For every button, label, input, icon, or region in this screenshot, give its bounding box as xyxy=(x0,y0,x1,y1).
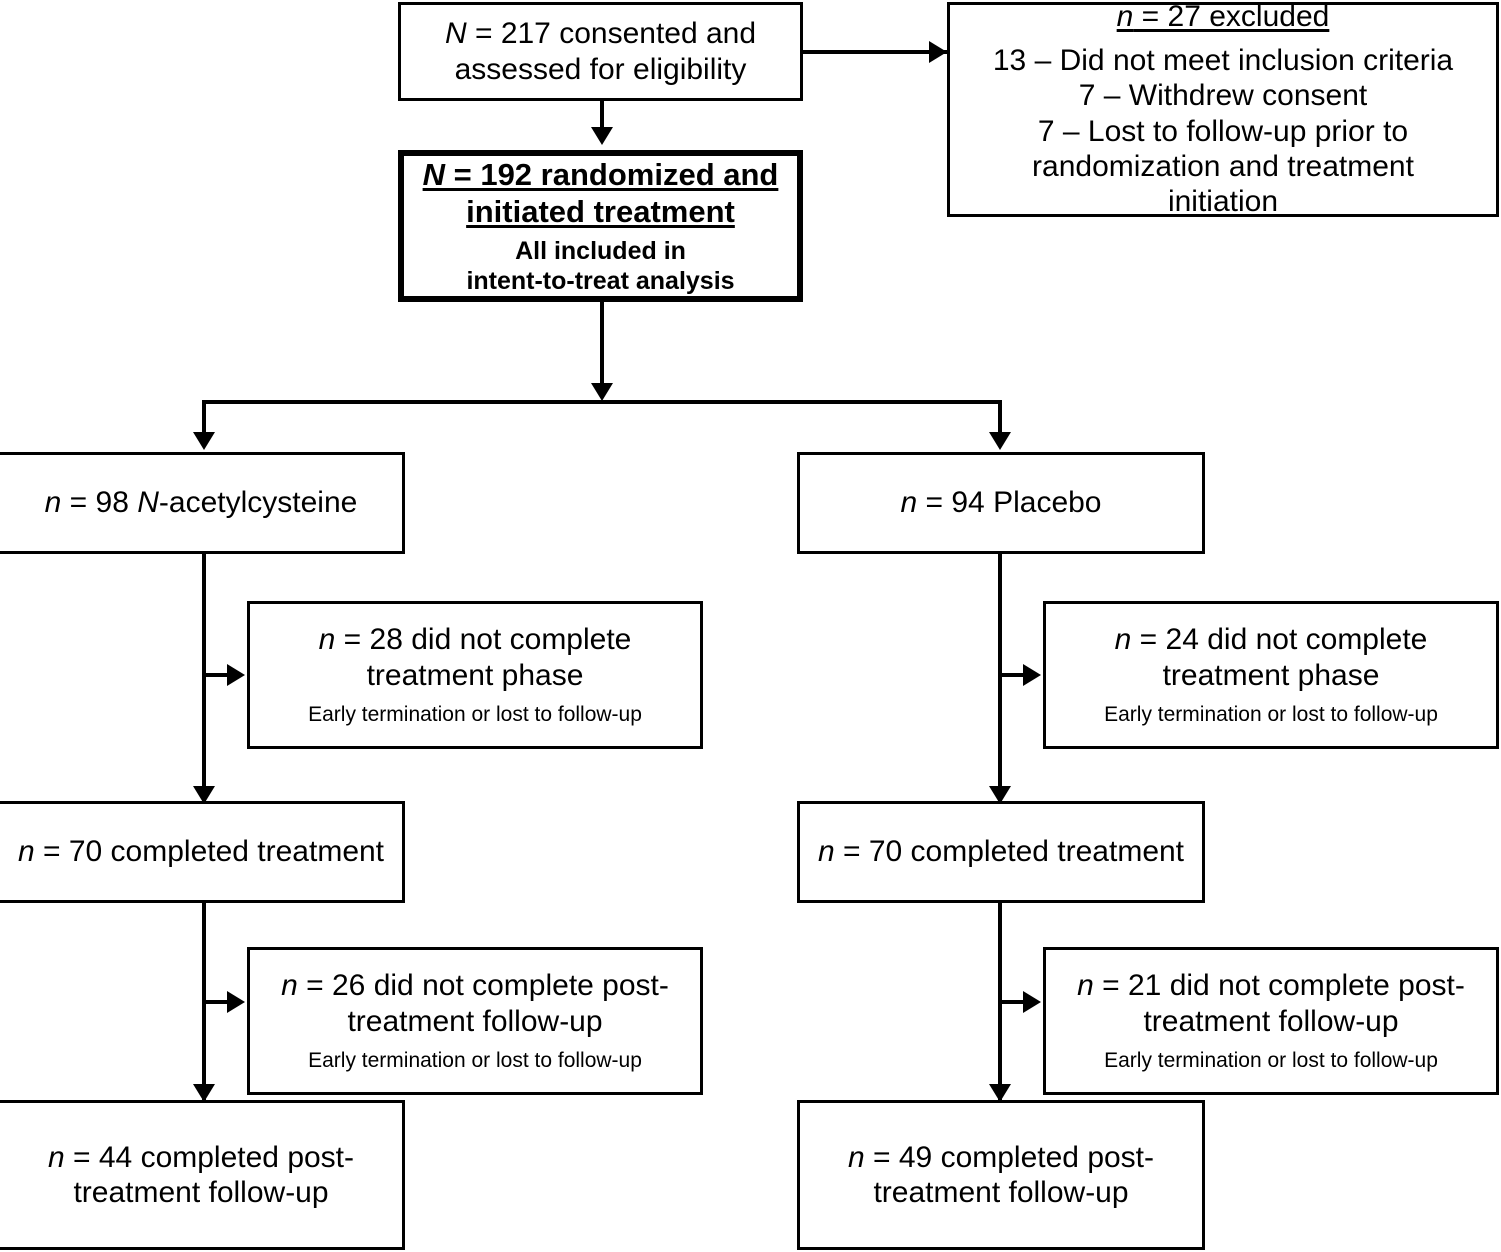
arm-placebo-n-symbol: n xyxy=(900,486,918,520)
placebo-dropout-tx-line-1: n = 24 did not complete xyxy=(1115,622,1428,657)
arm-nac-drug-name: -acetylcysteine xyxy=(158,486,358,520)
nac-dropout-fu-line-2: treatment follow-up xyxy=(347,1004,603,1038)
nac-completed-tx-n-symbol: n xyxy=(17,835,35,869)
excluded-reason-4: randomization and treatment xyxy=(1032,149,1414,183)
nac-completed-fu-n-symbol: n xyxy=(47,1140,65,1174)
placebo-dropout-tx-line-1-text: = 24 did not complete xyxy=(1131,623,1428,657)
node-placebo-dropout-treatment: n = 24 did not complete treatment phase … xyxy=(1043,601,1499,749)
connector-nac-dropout-fu-arrowhead xyxy=(227,991,245,1013)
node-excluded: n = 27 excluded 13 – Did not meet inclus… xyxy=(947,0,1499,219)
placebo-dropout-fu-n-symbol: n xyxy=(1077,969,1094,1003)
connector-placebo-spine-1-arrowhead xyxy=(989,786,1011,804)
connector-split-left-arrowhead xyxy=(193,432,215,450)
consented-line-1-text: = 217 consented and xyxy=(466,17,757,51)
placebo-dropout-tx-line-2: treatment phase xyxy=(1162,658,1380,692)
randomized-n-symbol: N xyxy=(422,156,445,192)
connector-randomized-split-arrowhead xyxy=(591,383,613,401)
consented-n-symbol: N xyxy=(444,17,467,51)
connector-nac-spine-1-arrowhead xyxy=(193,786,215,804)
connector-consented-to-excluded-line xyxy=(801,50,947,54)
node-placebo-completed-followup: n = 49 completed post- treatment follow-… xyxy=(797,1100,1205,1250)
connector-nac-spine-1 xyxy=(202,554,206,802)
node-consented-assessed: N = 217 consented and assessed for eligi… xyxy=(398,2,803,101)
connector-placebo-dropout-tx-line xyxy=(998,673,1028,677)
node-placebo-completed-treatment: n = 70 completed treatment xyxy=(797,801,1205,903)
connector-placebo-dropout-fu-line xyxy=(998,1000,1028,1004)
excluded-reason-5: initiation xyxy=(1167,185,1279,219)
node-placebo-dropout-followup: n = 21 did not complete post- treatment … xyxy=(1043,947,1499,1095)
nac-dropout-tx-n-symbol: n xyxy=(318,623,336,657)
connector-randomized-split-stem xyxy=(600,302,604,390)
consented-line-1: N = 217 consented and xyxy=(445,16,756,51)
nac-completed-tx-text: = 70 completed treatment xyxy=(34,835,385,869)
connector-split-right-drop xyxy=(998,400,1002,445)
node-nac-completed-treatment: n = 70 completed treatment xyxy=(0,801,405,903)
placebo-dropout-tx-n-symbol: n xyxy=(1114,623,1132,657)
excluded-n-symbol: n xyxy=(1116,0,1134,34)
connector-consented-to-randomized-line xyxy=(600,100,604,136)
nac-completed-tx-label: n = 70 completed treatment xyxy=(18,834,384,869)
placebo-completed-fu-line-2: treatment follow-up xyxy=(873,1176,1129,1209)
nac-dropout-tx-note: Early termination or lost to follow-up xyxy=(308,703,642,726)
excluded-reason-3: 7 – Lost to follow-up prior to xyxy=(1037,114,1409,148)
arm-nac-label: n = 98 N-acetylcysteine xyxy=(45,485,358,520)
arm-nac-count: = 98 xyxy=(61,486,138,520)
arm-nac-n-symbol: n xyxy=(44,486,62,520)
nac-dropout-fu-line-1: n = 26 did not complete post- xyxy=(281,968,669,1003)
nac-completed-fu-line-1-text: = 44 completed post- xyxy=(64,1140,355,1174)
consented-line-2: assessed for eligibility xyxy=(454,52,747,86)
placebo-dropout-fu-line-2: treatment follow-up xyxy=(1143,1004,1399,1038)
connector-split-left-drop xyxy=(202,400,206,445)
nac-completed-fu-line-2: treatment follow-up xyxy=(73,1176,329,1209)
connector-placebo-spine-2-arrowhead xyxy=(989,1084,1011,1102)
node-arm-placebo: n = 94 Placebo xyxy=(797,452,1205,554)
excluded-reason-1: 13 – Did not meet inclusion criteria xyxy=(992,43,1454,77)
placebo-completed-fu-line-1: n = 49 completed post- xyxy=(848,1140,1154,1175)
placebo-completed-tx-text: = 70 completed treatment xyxy=(834,835,1185,869)
placebo-completed-tx-n-symbol: n xyxy=(817,835,835,869)
randomized-header: N = 192 randomized and initiated treatme… xyxy=(420,156,782,230)
excluded-header: n = 27 excluded xyxy=(1117,0,1330,35)
placebo-completed-fu-n-symbol: n xyxy=(847,1140,865,1174)
placebo-dropout-fu-line-1: n = 21 did not complete post- xyxy=(1077,968,1465,1003)
connector-consented-to-excluded-arrowhead xyxy=(929,41,947,63)
connector-placebo-dropout-tx-arrowhead xyxy=(1023,664,1041,686)
node-nac-dropout-followup: n = 26 did not complete post- treatment … xyxy=(247,947,703,1095)
node-randomized-initiated: N = 192 randomized and initiated treatme… xyxy=(398,150,803,302)
randomized-header-text: = 192 randomized and initiated treatment xyxy=(445,156,779,229)
nac-dropout-tx-line-1-text: = 28 did not complete xyxy=(335,623,632,657)
node-nac-completed-followup: n = 44 completed post- treatment follow-… xyxy=(0,1100,405,1250)
excluded-header-text: = 27 excluded xyxy=(1133,0,1330,34)
randomized-sub-2: intent-to-treat analysis xyxy=(466,267,735,296)
nac-dropout-fu-n-symbol: n xyxy=(281,969,298,1003)
connector-nac-dropout-fu-line xyxy=(202,1000,232,1004)
excluded-reason-2: 7 – Withdrew consent xyxy=(1078,79,1368,113)
connector-nac-dropout-tx-line xyxy=(202,673,232,677)
placebo-completed-tx-label: n = 70 completed treatment xyxy=(818,834,1184,869)
nac-dropout-tx-line-1: n = 28 did not complete xyxy=(319,622,632,657)
connector-placebo-dropout-fu-arrowhead xyxy=(1023,991,1041,1013)
arm-nac-drug-n-symbol: N xyxy=(137,486,159,520)
arm-placebo-text: = 94 Placebo xyxy=(917,486,1102,520)
connector-split-horizontal-bar xyxy=(202,400,1002,404)
placebo-dropout-fu-line-1-text: = 21 did not complete post- xyxy=(1093,969,1465,1003)
connector-consented-to-randomized-arrowhead xyxy=(591,127,613,145)
node-nac-dropout-treatment: n = 28 did not complete treatment phase … xyxy=(247,601,703,749)
nac-dropout-fu-note: Early termination or lost to follow-up xyxy=(308,1049,642,1072)
placebo-completed-fu-line-1-text: = 49 completed post- xyxy=(864,1140,1155,1174)
placebo-dropout-fu-note: Early termination or lost to follow-up xyxy=(1104,1049,1438,1072)
randomized-sub-1: All included in xyxy=(515,237,686,266)
connector-split-right-arrowhead xyxy=(989,432,1011,450)
node-arm-n-acetylcysteine: n = 98 N-acetylcysteine xyxy=(0,452,405,554)
placebo-dropout-tx-note: Early termination or lost to follow-up xyxy=(1104,703,1438,726)
connector-placebo-spine-1 xyxy=(998,554,1002,802)
nac-dropout-tx-line-2: treatment phase xyxy=(366,658,584,692)
connector-nac-spine-2-arrowhead xyxy=(193,1084,215,1102)
arm-placebo-label: n = 94 Placebo xyxy=(901,485,1102,520)
nac-dropout-fu-line-1-text: = 26 did not complete post- xyxy=(297,969,669,1003)
connector-nac-dropout-tx-arrowhead xyxy=(227,664,245,686)
nac-completed-fu-line-1: n = 44 completed post- xyxy=(48,1140,354,1175)
